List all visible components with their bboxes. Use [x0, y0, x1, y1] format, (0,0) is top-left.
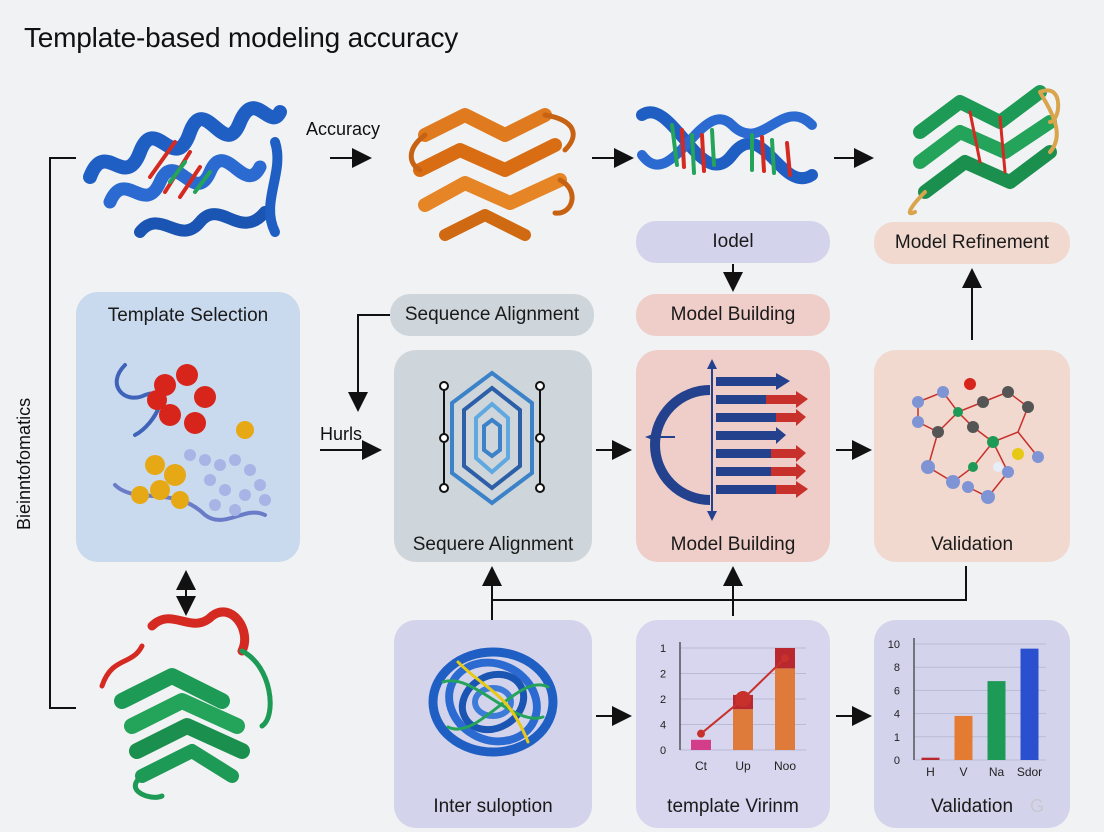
- model-refinement-pill: Model Refinement: [874, 222, 1070, 264]
- template-virinm-label: template Virinm: [667, 796, 799, 817]
- page-title: Template-based modeling accuracy: [24, 22, 459, 53]
- y-tick-label: 1: [894, 732, 900, 744]
- x-tick-label: V: [959, 765, 967, 779]
- sequence-alignment-label: Sequere Alignment: [412, 534, 574, 555]
- hurls-label: Hurls: [320, 424, 363, 444]
- bar: [1020, 648, 1039, 760]
- bar: [987, 681, 1006, 760]
- x-tick-label: Na: [989, 765, 1005, 779]
- x-tick-label: Sdor: [1017, 765, 1042, 779]
- y-tick-label: 2: [660, 694, 666, 706]
- hexagon-alignment-icon: [439, 370, 545, 506]
- blue-helix-protein-image: [83, 101, 287, 238]
- template-selection-label: Template Selection: [107, 305, 269, 326]
- y-tick-label: 4: [894, 709, 900, 721]
- trend-point: [735, 691, 751, 707]
- sequence-alignment-pill: Sequence Alignment: [390, 294, 594, 336]
- dna-helix-image: [636, 106, 818, 184]
- validation-chart: 0 1 4 6 8 10H V Na Sdor: [888, 638, 1046, 779]
- y-tick-label: 10: [888, 639, 900, 651]
- y-tick-label: 4: [660, 720, 666, 732]
- bar: [733, 709, 753, 750]
- model-building-arrows-icon: [645, 359, 808, 521]
- bar: [921, 757, 940, 760]
- red-green-protein-image: [99, 607, 273, 800]
- x-tick-label: H: [926, 765, 935, 779]
- validation-bottom-label: Validation: [930, 796, 1014, 817]
- x-tick-label: Ct: [695, 759, 708, 773]
- iodel-pill: Iodel: [636, 221, 830, 263]
- tangled-protein-image: [428, 647, 558, 757]
- accuracy-label: Accuracy: [306, 119, 381, 139]
- trend-point: [697, 729, 705, 738]
- molecule-network-icon: [912, 378, 1044, 504]
- bar: [691, 739, 711, 750]
- y-tick-label: 2: [660, 669, 666, 681]
- template-virinm-chart: 0 4 2 2 1Ct Up Noo: [660, 642, 806, 773]
- x-tick-label: Noo: [774, 759, 796, 773]
- bar: [954, 715, 973, 760]
- trend-point: [781, 654, 789, 663]
- ball-stick-protein-image: [113, 363, 271, 522]
- y-tick-label: 0: [660, 745, 666, 757]
- orange-beta-protein-image: [408, 108, 576, 241]
- y-tick-label: 0: [894, 755, 900, 767]
- model-building-label: Model Building: [670, 534, 796, 555]
- green-ribbon-protein-image: [907, 85, 1061, 216]
- model-building-pill: Model Building: [636, 294, 830, 336]
- y-tick-label: 6: [894, 685, 900, 697]
- x-tick-label: Up: [735, 759, 751, 773]
- y-tick-label: 1: [660, 643, 666, 655]
- inter-suloption-label: Inter suloption: [433, 796, 553, 817]
- watermark: G: [1030, 796, 1045, 816]
- bar: [775, 668, 795, 750]
- validation-label: Validation: [930, 534, 1014, 555]
- y-tick-label: 8: [894, 662, 900, 674]
